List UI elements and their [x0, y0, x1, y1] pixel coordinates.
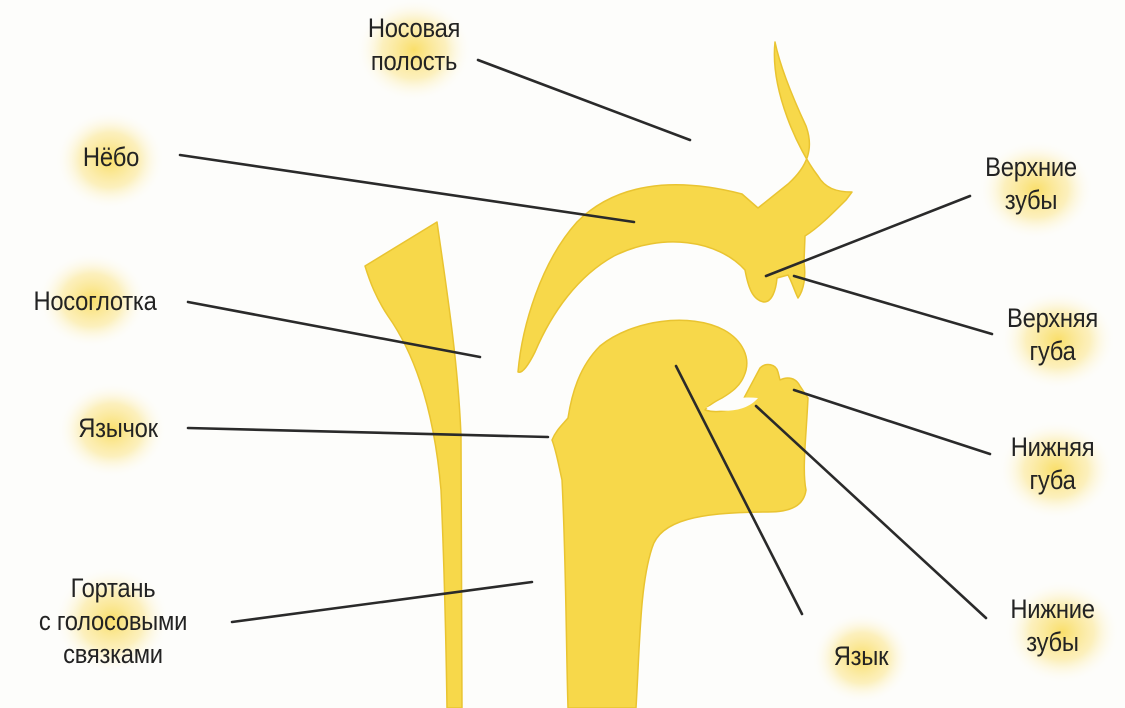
label-upper-lip-line-2: губа — [989, 335, 1117, 368]
label-larynx-line-1: Гортань — [14, 572, 213, 605]
label-larynx: Гортань с голосовыми связками — [14, 572, 213, 671]
label-nasal-cavity-line-2: полость — [352, 45, 475, 78]
label-upper-lip-line-1: Верхняя — [989, 302, 1117, 335]
label-lower-teeth-line-2: зубы — [989, 626, 1117, 659]
label-nasopharynx-line-1: Носоглотка — [11, 285, 178, 318]
label-lower-teeth-line-1: Нижние — [989, 593, 1117, 626]
label-lower-teeth: Нижние зубы — [989, 593, 1117, 659]
tongue-shape — [552, 320, 808, 708]
label-nasopharynx: Носоглотка — [11, 285, 178, 318]
leader-uvula — [188, 428, 548, 437]
label-lower-lip: Нижняя губа — [989, 431, 1117, 497]
leader-lower-lip — [794, 390, 990, 454]
label-upper-teeth: Верхние зубы — [965, 151, 1097, 217]
label-tongue: Язык — [813, 640, 910, 673]
label-uvula: Язычок — [56, 412, 179, 445]
label-palate-line-1: Нёбо — [63, 141, 160, 174]
label-uvula-line-1: Язычок — [56, 412, 179, 445]
label-upper-teeth-line-2: зубы — [965, 184, 1097, 217]
leader-lower-teeth — [756, 406, 986, 618]
label-nasal-cavity-line-1: Носовая — [352, 12, 475, 45]
label-palate: Нёбо — [63, 141, 160, 174]
label-tongue-line-1: Язык — [813, 640, 910, 673]
leader-upper-lip — [794, 276, 992, 334]
leader-nasal-cavity — [478, 60, 690, 140]
label-nasal-cavity: Носовая полость — [352, 12, 475, 78]
label-larynx-line-3: связками — [14, 638, 213, 671]
label-lower-lip-line-2: губа — [989, 464, 1117, 497]
label-upper-lip: Верхняя губа — [989, 302, 1117, 368]
label-larynx-line-2: с голосовыми — [14, 605, 213, 638]
anatomy-shapes — [365, 42, 852, 708]
leader-palate — [180, 155, 634, 222]
pharynx-wall-shape — [365, 222, 462, 708]
label-upper-teeth-line-1: Верхние — [965, 151, 1097, 184]
label-lower-lip-line-1: Нижняя — [989, 431, 1117, 464]
leader-larynx — [232, 582, 532, 622]
